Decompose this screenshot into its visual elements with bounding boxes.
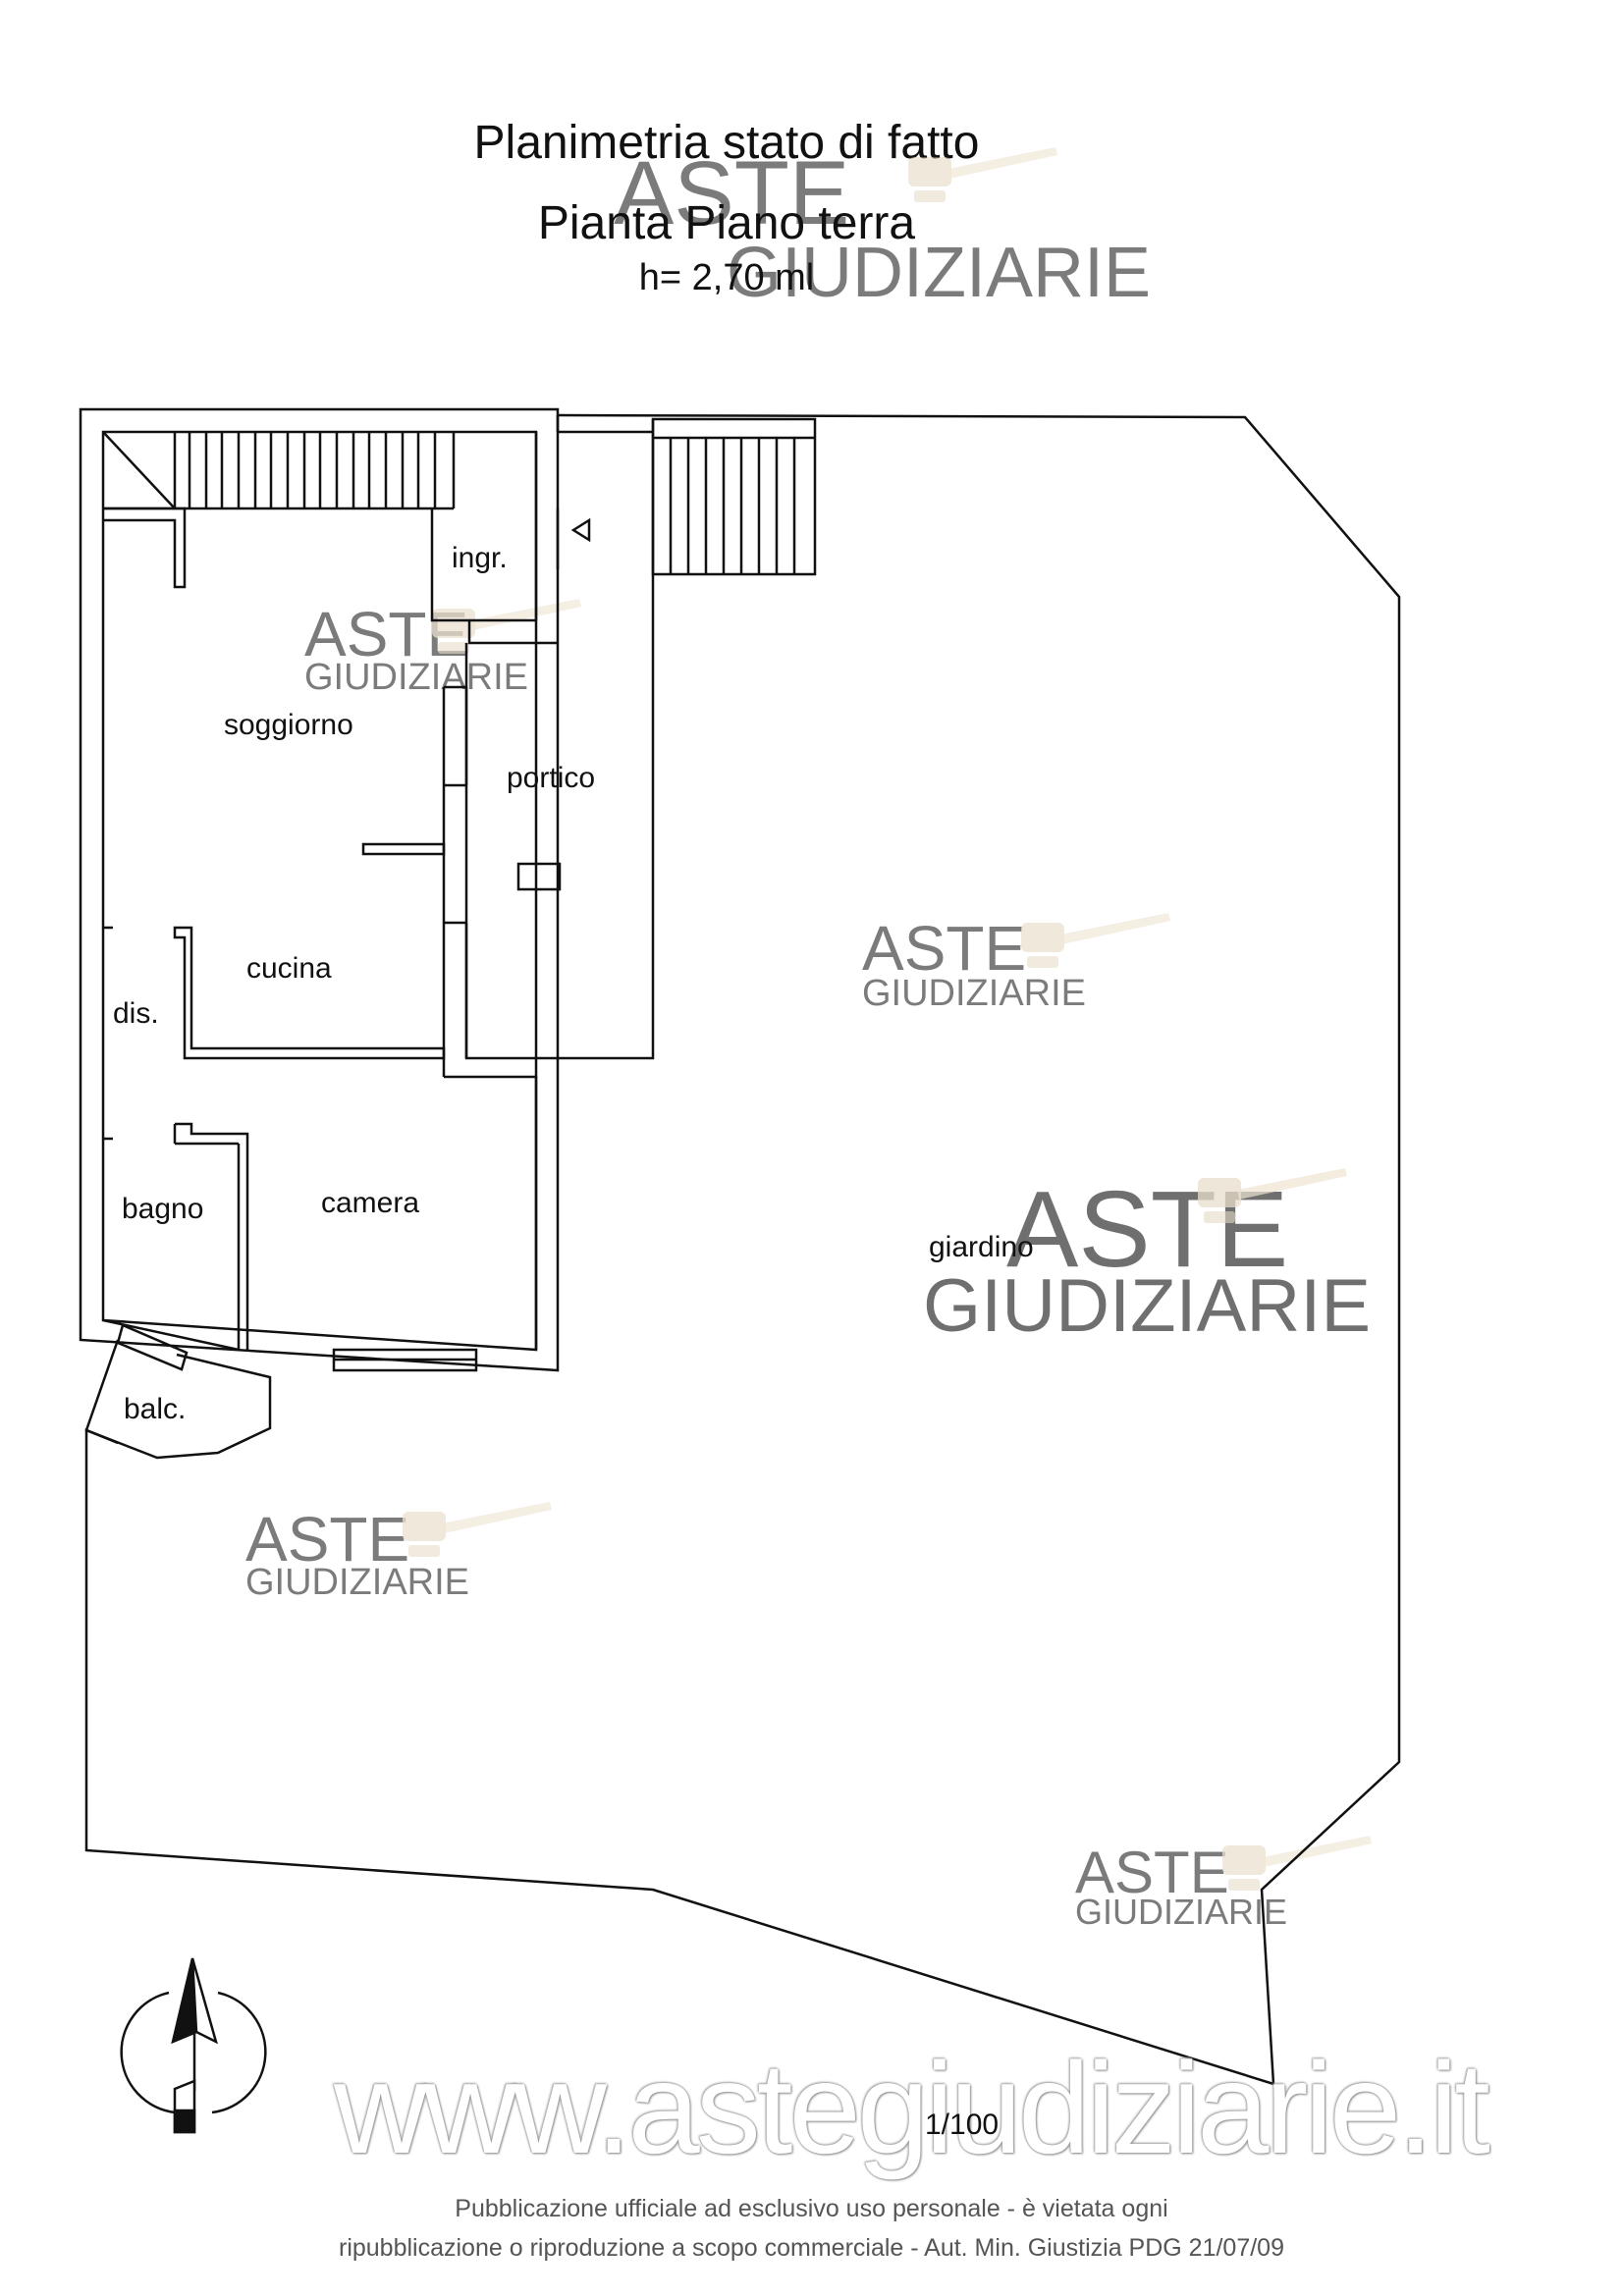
ceiling-height: h= 2,70 ml	[638, 257, 815, 298]
watermark-giudiziarie: GIUDIZIARIE	[727, 234, 1151, 312]
gavel-icon	[908, 147, 1057, 202]
watermark-top: ASTE GIUDIZIARIE	[614, 143, 1151, 312]
watermark-giardino: ASTE GIUDIZIARIE	[923, 1168, 1371, 1348]
partial-wall	[361, 842, 446, 856]
camera-walls	[444, 1075, 538, 1350]
room-label-bagno: bagno	[122, 1193, 203, 1225]
watermark-aste: ASTE	[862, 913, 1026, 984]
room-label-balcone: balc.	[124, 1393, 186, 1425]
room-label-camera: camera	[321, 1187, 419, 1219]
staircase-house	[102, 431, 456, 510]
watermark-aste: ASTE	[245, 1504, 409, 1575]
watermark-url: www.astegiudiziarie.it	[334, 2036, 1490, 2180]
room-label-portico: portico	[507, 762, 595, 794]
watermark-center: ASTE GIUDIZIARIE	[862, 913, 1170, 1014]
house-outer-wall	[79, 407, 560, 1372]
north-arrow-icon	[120, 1957, 267, 2134]
ingresso-walls	[430, 432, 538, 622]
footer-line-2: ripubblicazione o riproduzione a scopo c…	[339, 2234, 1284, 2262]
watermark-giudiziarie: GIUDIZIARIE	[245, 1562, 469, 1603]
staircase-garden	[651, 417, 817, 576]
watermark-soggiorno: ASTE GIUDIZIARIE	[304, 599, 581, 698]
watermark-lower-right: ASTE GIUDIZIARIE	[1075, 1836, 1372, 1932]
scale-label: 1/100	[925, 2109, 1000, 2141]
balcony	[84, 1339, 272, 1460]
entrance-arrow-icon	[570, 517, 591, 543]
watermark-giudiziarie: GIUDIZIARIE	[862, 973, 1086, 1014]
room-label-cucina: cucina	[246, 952, 332, 985]
room-label-giardino: giardino	[929, 1231, 1034, 1263]
gavel-icon	[1222, 1836, 1372, 1891]
plan-subtitle: Pianta Piano terra	[537, 197, 916, 249]
watermark-giudiziarie: GIUDIZIARIE	[1075, 1892, 1287, 1932]
watermark-aste: ASTE	[614, 143, 849, 243]
ingresso-step	[467, 620, 558, 645]
plan-title: Planimetria stato di fatto	[473, 117, 980, 169]
portico-pillar	[516, 862, 562, 891]
stair-wall	[103, 507, 187, 589]
cucina-walls	[173, 926, 446, 1060]
gavel-icon	[403, 1502, 552, 1557]
watermark-aste: ASTE	[1075, 1840, 1229, 1905]
gavel-icon	[1021, 913, 1170, 968]
room-label-ingresso: ingr.	[452, 542, 508, 574]
room-label-disimpegno: dis.	[113, 997, 159, 1030]
watermark-lower-left: ASTE GIUDIZIARIE	[245, 1502, 552, 1603]
bagno-walls	[175, 1122, 249, 1350]
room-label-soggiorno: soggiorno	[224, 709, 353, 741]
garden-boundary	[84, 413, 1401, 2086]
watermark-giudiziarie: GIUDIZIARIE	[304, 657, 528, 698]
porch-walls	[464, 419, 655, 1060]
watermark-giudiziarie: GIUDIZIARIE	[923, 1264, 1371, 1348]
footer-line-1: Pubblicazione ufficiale ad esclusivo uso…	[455, 2195, 1168, 2222]
